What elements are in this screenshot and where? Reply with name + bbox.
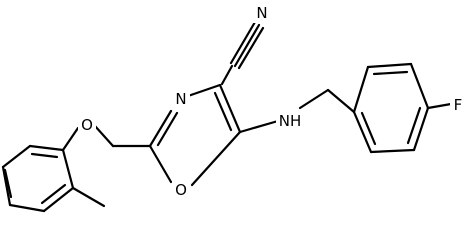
- bond-ch2-o: [93, 124, 115, 148]
- bond-fp-4: [412, 106, 430, 152]
- bond-fp-6: [352, 110, 373, 154]
- ether-linker: [61, 124, 152, 152]
- atom-label-ring-n: N: [175, 90, 186, 108]
- fluorophenyl-ring: [352, 62, 453, 154]
- bond-c-f: [426, 102, 453, 110]
- bond-tol-2: [42, 186, 75, 213]
- atom-labels: N N O O NH F: [78, 3, 466, 199]
- atom-label-fluorine: F: [454, 96, 463, 114]
- bond-methyl: [71, 186, 106, 208]
- bond-n3-c2-double: [156, 111, 179, 147]
- bond-nh-ch2: [298, 88, 330, 110]
- bond-tol-3: [8, 203, 46, 213]
- atom-label-amine-nh: NH: [279, 112, 302, 130]
- molecule-drawing: N N O O NH F: [1, 3, 466, 213]
- bond-n3-c2: [148, 109, 173, 148]
- bond-c5-c4: [218, 83, 242, 134]
- atom-label-ring-o: O: [175, 181, 187, 199]
- atom-label-ether-o: O: [81, 116, 93, 134]
- bond-o1-c5: [190, 130, 242, 187]
- bond-fp-inner-1: [372, 70, 409, 76]
- atom-label-nitrile-n: N: [256, 4, 267, 22]
- bond-tol-5: [1, 144, 32, 169]
- bond-fp-5: [369, 148, 416, 154]
- bond-o-aryl: [61, 126, 80, 152]
- bond-c5-c4-double: [213, 91, 233, 132]
- amine-linker: [238, 88, 356, 134]
- bond-fp-inner-3: [360, 111, 377, 146]
- bond-nitrile-triple-1: [233, 23, 261, 68]
- bond-c2-o1: [148, 144, 173, 184]
- oxazole-ring: [148, 64, 242, 187]
- tolyl-ring: [1, 144, 106, 213]
- bond-tol-4: [1, 165, 12, 207]
- bond-c4-n3: [186, 83, 222, 98]
- bond-tol-inner-1: [40, 183, 67, 205]
- bond-nitrile-triple-2: [237, 26, 265, 70]
- bond-fp-1: [352, 65, 370, 114]
- bond-tol-6: [28, 144, 65, 152]
- bond-tol-1: [61, 148, 75, 190]
- bond-nitrile-triple-3: [229, 20, 257, 65]
- bond-tol-inner-2: [3, 168, 13, 199]
- bond-fp-inner-2: [406, 106, 422, 145]
- nitrile-group: [229, 20, 265, 70]
- bond-c4-cn: [220, 64, 234, 86]
- bond-fp-3: [409, 62, 430, 110]
- bond-c5-nh: [238, 119, 280, 134]
- structure-canvas: N N O O NH F: [1, 3, 466, 213]
- bond-ch2-ring: [326, 88, 356, 114]
- bond-fp-2: [366, 62, 413, 69]
- bond-tol-inner-3: [30, 152, 59, 159]
